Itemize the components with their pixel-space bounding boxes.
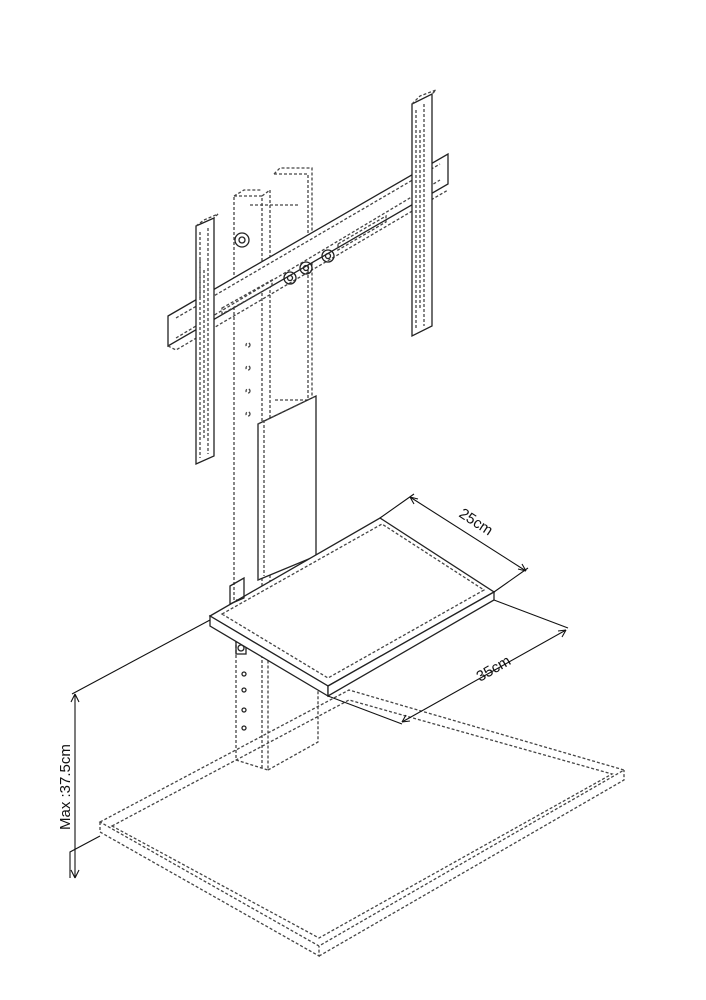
dim-depth	[379, 493, 529, 593]
column-lower	[235, 630, 319, 771]
vesa-bracket	[167, 89, 449, 466]
glass-shelf	[208, 517, 496, 698]
base-plate	[98, 689, 626, 958]
dim-height	[69, 619, 211, 879]
column-sleeve	[257, 394, 317, 581]
shelf-width-label: 35cm	[474, 652, 514, 685]
dim-width	[327, 599, 569, 725]
shelf-height-label: Max :37.5cm	[57, 744, 74, 830]
shelf-depth-label: 25cm	[456, 505, 496, 539]
